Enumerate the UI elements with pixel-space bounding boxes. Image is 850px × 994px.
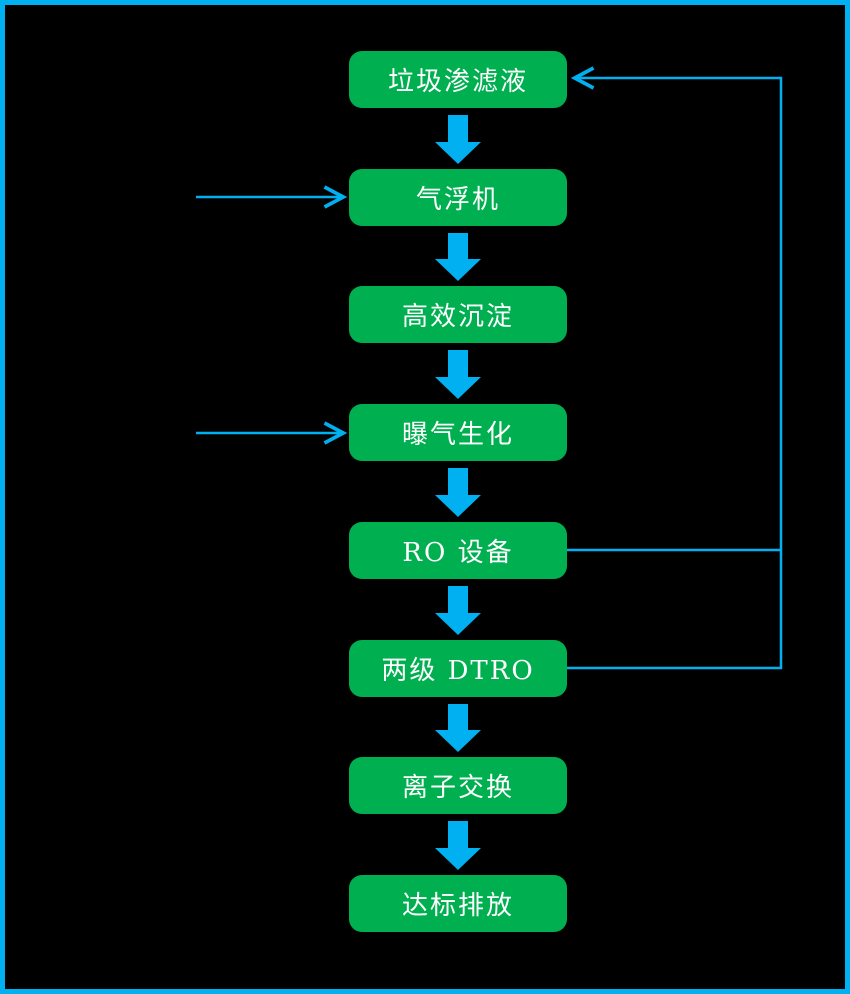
node-discharge: 达标排放 bbox=[349, 875, 567, 932]
block-arrow-aeration-to-ro bbox=[435, 468, 481, 517]
node-sedimentation-label: 高效沉淀 bbox=[401, 302, 514, 332]
node-leachate: 垃圾渗滤液 bbox=[349, 51, 567, 108]
node-sedimentation: 高效沉淀 bbox=[349, 286, 567, 343]
node-aeration-bio: 曝气生化 bbox=[349, 404, 567, 461]
block-arrow-airflotation-to-sedimentation bbox=[435, 233, 481, 281]
node-air-flotation: 气浮机 bbox=[349, 169, 567, 226]
node-leachate-label: 垃圾渗滤液 bbox=[387, 67, 528, 97]
node-ion-exchange: 离子交换 bbox=[349, 757, 567, 814]
node-ro-equipment: RO 设备 bbox=[349, 522, 567, 579]
block-arrow-dtro-to-ionexchange bbox=[435, 704, 481, 752]
block-arrow-sedimentation-to-aeration bbox=[435, 350, 481, 399]
block-arrow-ionexchange-to-discharge bbox=[435, 821, 481, 870]
return-line-dtro-to-leachate bbox=[567, 78, 783, 670]
node-discharge-label: 达标排放 bbox=[401, 891, 514, 921]
node-aeration-bio-label: 曝气生化 bbox=[401, 420, 514, 450]
block-arrow-ro-to-dtro bbox=[435, 586, 481, 635]
node-two-stage-dtro-label: 两级 DTRO bbox=[381, 656, 535, 686]
node-two-stage-dtro: 两级 DTRO bbox=[349, 640, 567, 697]
node-ro-equipment-label: RO 设备 bbox=[402, 538, 514, 568]
node-ion-exchange-label: 离子交换 bbox=[401, 773, 514, 803]
block-arrow-leachate-to-airflotation bbox=[435, 115, 481, 164]
node-air-flotation-label: 气浮机 bbox=[415, 185, 500, 215]
